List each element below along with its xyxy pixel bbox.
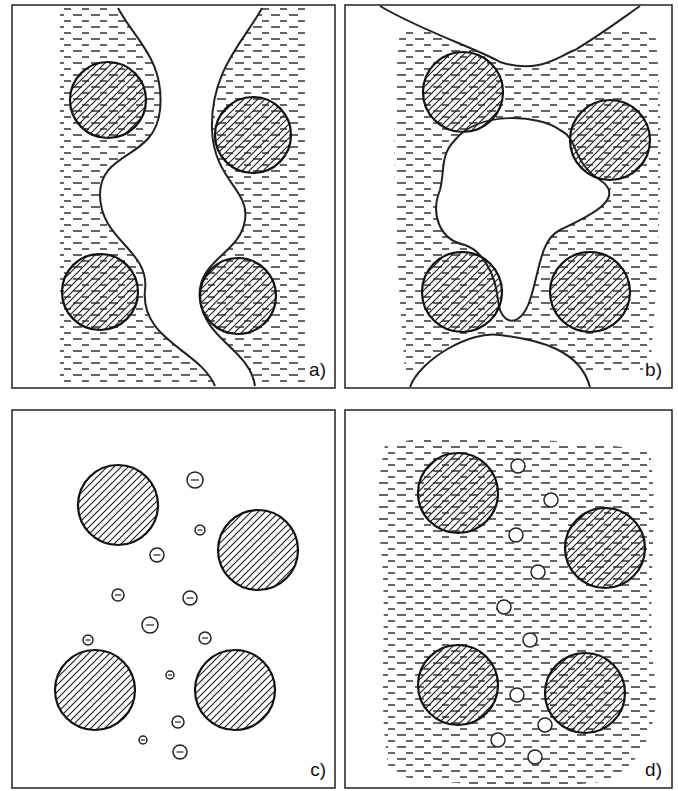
droplets <box>83 472 211 759</box>
panel-frames <box>12 5 672 788</box>
panel-c <box>55 465 298 759</box>
panel-a <box>60 8 305 386</box>
panel-d <box>378 437 656 786</box>
bubbles <box>491 459 558 764</box>
panel-label: b) <box>643 360 664 381</box>
panel-label: d) <box>643 760 664 781</box>
panel-label: c) <box>308 760 328 781</box>
panel-b <box>380 6 660 387</box>
panel-label: a) <box>307 360 328 381</box>
